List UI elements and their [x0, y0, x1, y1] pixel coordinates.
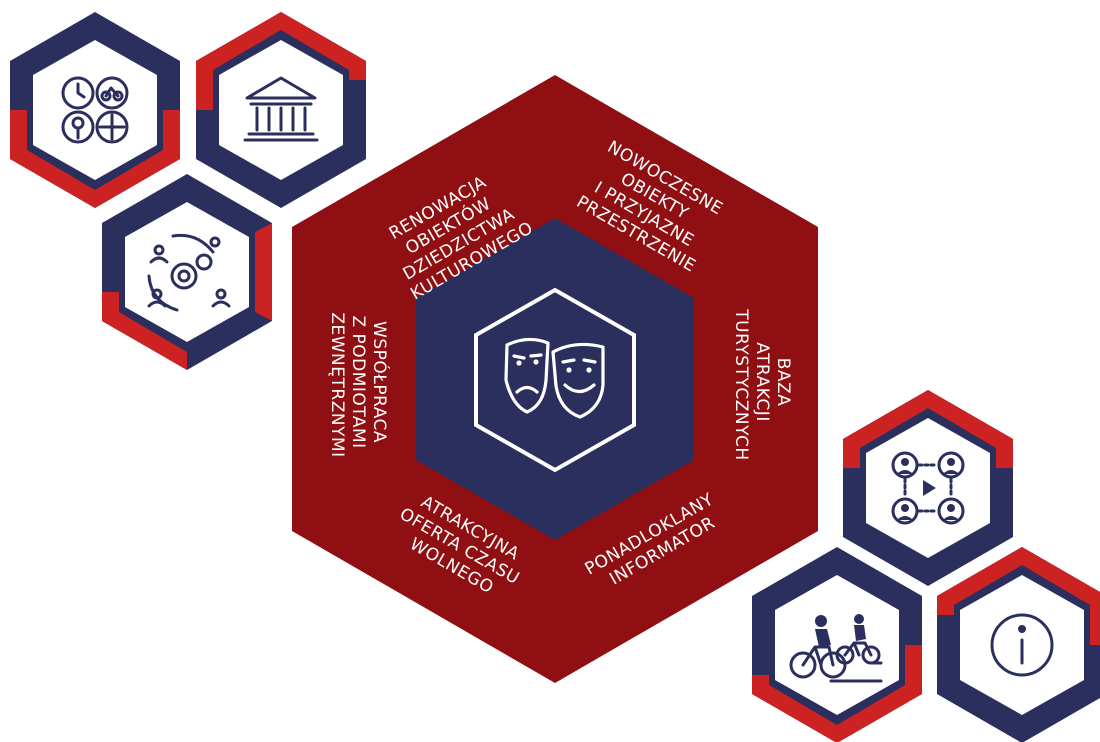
collaboration-gears-icon [147, 233, 231, 312]
segment-label-attractions: BAZA ATRAKCJI TURYSTYCZNYCH [731, 308, 793, 460]
activities-icon [61, 76, 129, 144]
sat-museum-hexagon [196, 12, 366, 208]
cycling-icon [789, 614, 883, 683]
sat-activities-hexagon [10, 12, 180, 208]
sat-cycling-hexagon [752, 547, 922, 742]
central-hexagon: RENOWACJA OBIEKTÓW DZIEDZICTWA KULTUROWE… [292, 75, 818, 683]
info-icon [990, 613, 1054, 677]
sat-video-meeting-hexagon [843, 390, 1013, 586]
theater-masks-icon [504, 337, 605, 419]
segment-label-cooperation: WSPÓŁPRACA Z PODMIOTAMI ZEWNĘTRZNYMI [327, 312, 391, 457]
video-meeting-icon [891, 451, 965, 525]
museum-icon [243, 76, 319, 142]
inner-white-frame [474, 287, 636, 473]
sat-collaboration-hexagon [102, 174, 272, 370]
sat-info-hexagon [937, 547, 1100, 742]
